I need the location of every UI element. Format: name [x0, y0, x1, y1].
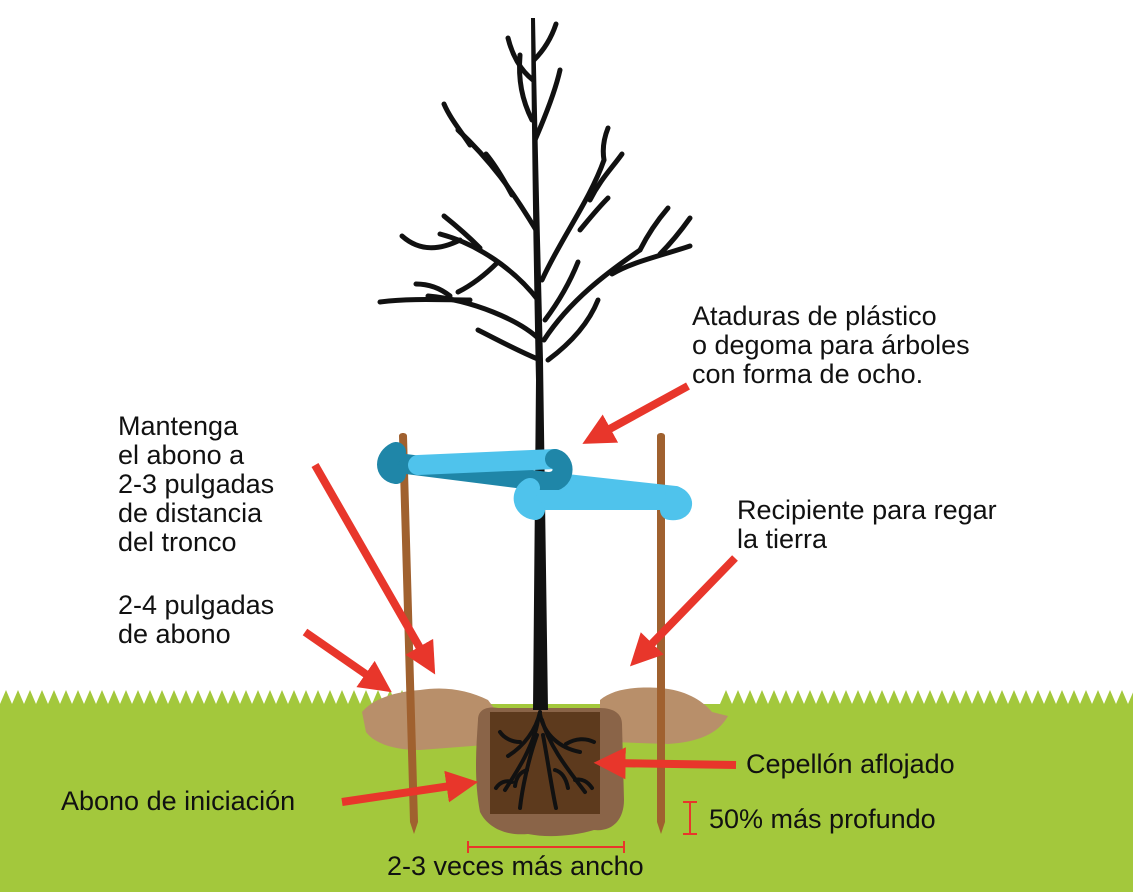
label-mulch-depth-line-2: de abono — [118, 619, 231, 649]
arrow-water-basin — [629, 555, 738, 667]
arrow-mulch-depth — [302, 628, 392, 693]
width-bracket — [467, 841, 625, 853]
arrow-root-ball — [593, 747, 737, 780]
label-mulch-distance-line-2: el abono a — [118, 440, 245, 470]
arrow-mulch-distance — [311, 463, 436, 675]
label-mulch-distance: Mantenga el abono a 2-3 pulgadas de dist… — [118, 412, 274, 557]
label-mulch-distance-line-3: 2-3 pulgadas — [118, 469, 275, 499]
label-starter-fertilizer: Abono de iniciación — [61, 786, 296, 816]
figure-eight-tie — [377, 442, 692, 521]
label-mulch-distance-line-4: de distancia — [118, 498, 263, 528]
depth-bracket — [683, 801, 697, 835]
label-water-basin-line-1: Recipiente para regar — [737, 495, 997, 525]
arrow-starter-fertilizer — [341, 770, 479, 806]
label-mulch-depth: 2-4 pulgadas de abono — [118, 591, 274, 649]
arrow-ties — [582, 382, 690, 444]
label-mulch-depth-line-1: 2-4 pulgadas — [118, 590, 275, 620]
label-ties-line-3: con forma de ocho. — [692, 359, 924, 389]
mulch-mound-left — [362, 688, 500, 750]
tree-trunk — [531, 18, 548, 710]
label-mulch-distance-line-1: Mantenga — [118, 411, 239, 441]
label-ties: Ataduras de plástico o degoma para árbol… — [692, 302, 970, 389]
label-root-ball: Cepellón aflojado — [746, 749, 955, 779]
label-water-basin-line-2: la tierra — [737, 524, 828, 554]
label-ties-line-2: o degoma para árboles — [692, 330, 970, 360]
label-water-basin: Recipiente para regar la tierra — [737, 496, 997, 554]
roots — [494, 710, 596, 810]
arrows — [302, 382, 738, 806]
label-depth: 50% más profundo — [709, 804, 936, 834]
label-ties-line-1: Ataduras de plástico — [692, 301, 937, 331]
label-mulch-distance-line-5: del tronco — [118, 527, 237, 557]
label-width: 2-3 veces más ancho — [387, 851, 644, 881]
tree-branches — [377, 21, 693, 363]
